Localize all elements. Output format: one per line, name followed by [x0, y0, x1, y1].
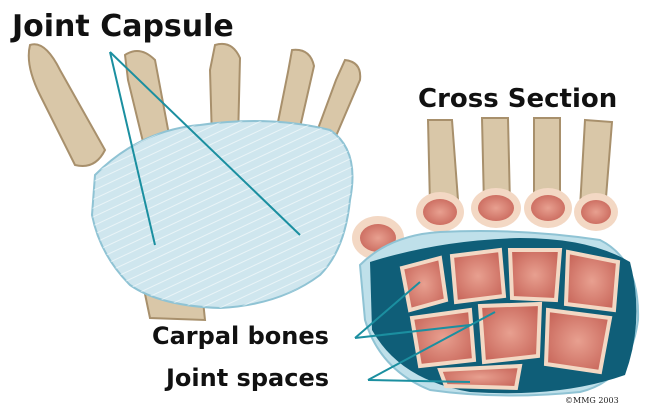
joint-capsule-label: Joint Capsule: [12, 12, 234, 42]
carpal-bone: [566, 252, 618, 310]
carpal-bone: [546, 310, 610, 372]
carpal-bone: [480, 304, 540, 362]
joint-spaces-label: Joint spaces: [166, 366, 329, 390]
carpal-bone: [412, 310, 474, 366]
copyright-notice: ©MMG 2003: [565, 396, 619, 405]
cross-section-label: Cross Section: [418, 86, 617, 112]
carpal-bones-label: Carpal bones: [152, 324, 329, 348]
carpal-bone: [452, 250, 504, 302]
carpal-bone: [402, 258, 446, 310]
cross-section-view: [352, 118, 638, 396]
thumb-bone: [29, 44, 105, 166]
carpal-bone: [510, 250, 560, 300]
hand-capsule-view: [29, 44, 360, 320]
carpal-bone: [440, 366, 520, 388]
